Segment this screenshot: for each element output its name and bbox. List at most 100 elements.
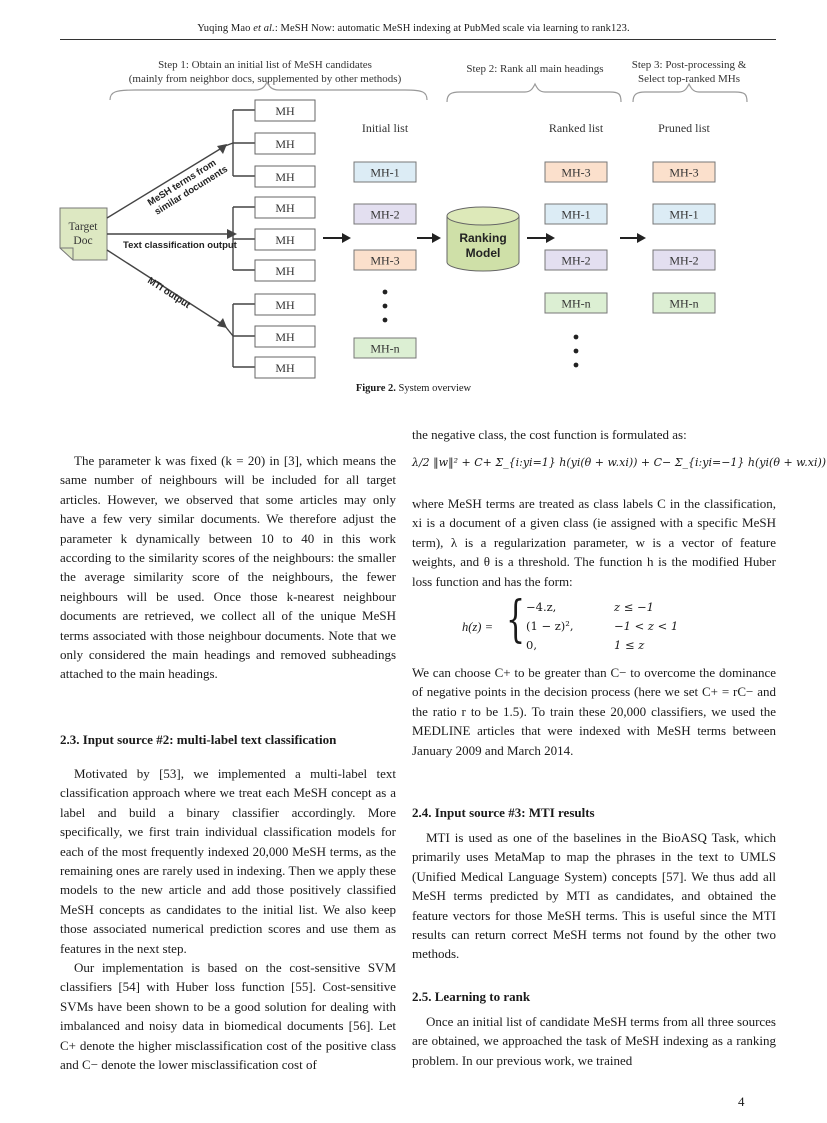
initial-list-item-label: MH-n (370, 342, 399, 356)
mh-box: MH (254, 165, 316, 188)
page-number: 4 (738, 1094, 745, 1109)
branch-bottom-label: MTI output (145, 275, 192, 311)
initial-list-item: MH-1 (353, 161, 417, 183)
right-para-2: where MeSH terms are treated as class la… (412, 496, 776, 589)
pruned-list-label: Pruned list (658, 121, 710, 135)
figure-caption-label: Figure 2. (355, 383, 396, 394)
ranked-list: MH-3MH-1MH-2MH-n (544, 161, 608, 314)
ranking-model-label-2: Model (466, 246, 501, 260)
mh-box-label: MH (275, 201, 295, 215)
step3-heading: Step 3: Post-processing & (632, 59, 747, 71)
ranking-model-label-1: Ranking (459, 231, 506, 245)
step3-brace (632, 82, 748, 103)
initial-list-item: MH-2 (353, 203, 417, 225)
mh-box: MH (254, 356, 316, 379)
mh-candidate-column: MH MH MH MH MH MH MH MH MH (254, 99, 316, 379)
mh-box: MH (254, 196, 316, 219)
mh-box: MH (254, 228, 316, 251)
initial-list-item: MH-3 (353, 249, 417, 271)
pruned-list-item: MH-2 (652, 249, 716, 271)
left-column-para-3: Our implementation is based on the cost-… (60, 958, 396, 1074)
huber-row-cond: −1 < z < 1 (614, 619, 679, 633)
branch-arrowheads (217, 144, 237, 328)
mh-box-label: MH (275, 361, 295, 375)
header-title: : MeSH Now: automatic MeSH indexing at P… (274, 23, 630, 34)
huber-row-expr: −4.z, (526, 600, 557, 614)
step1-brace (109, 80, 428, 101)
huber-lhs: h(z) = (462, 620, 493, 634)
right-column-para-1: the negative class, the cost function is… (412, 425, 776, 444)
pruned-list-item-label: MH-2 (669, 254, 698, 268)
pruned-list-item: MH-3 (652, 161, 716, 183)
right-column-para-2: where MeSH terms are treated as class la… (412, 494, 776, 591)
section-2-5-heading-wrap: 2.5. Learning to rank (412, 987, 776, 1006)
target-doc-label-1: Target (69, 221, 99, 233)
ranked-list-item: MH-1 (544, 203, 608, 225)
initial-list-item-label: MH-3 (370, 254, 399, 268)
header-author: Yuqing Mao (197, 23, 251, 34)
initial-list-dots (382, 289, 388, 323)
header-rule (60, 39, 776, 40)
mh-box: MH (254, 293, 316, 316)
running-header: Yuqing Mao et al.: MeSH Now: automatic M… (0, 23, 827, 34)
initial-list-item: MH-n (353, 337, 417, 359)
step2-brace (446, 82, 622, 103)
branch-mid-label: Text classification output (123, 240, 238, 251)
mh-box-label: MH (275, 137, 295, 151)
huber-brace: { (506, 590, 526, 648)
pruned-list-item-label: MH-3 (669, 166, 698, 180)
ranked-list-item-label: MH-3 (561, 166, 590, 180)
cost-function-equation: λ/2 ‖w‖² + C+ Σ_{i:yi=1} h(yi(θ + w.xi))… (412, 455, 826, 470)
cost-function-text: λ/2 ‖w‖² + C+ Σ_{i:yi=1} h(yi(θ + w.xi))… (412, 456, 827, 469)
section-2-4-heading-wrap: 2.4. Input source #3: MTI results (412, 803, 776, 822)
ranked-list-item: MH-3 (544, 161, 608, 183)
initial-list-item-label: MH-1 (370, 166, 399, 180)
ranked-list-item: MH-n (544, 292, 608, 314)
huber-row-cond: 1 ≤ z (614, 638, 645, 652)
ranked-list-item: MH-2 (544, 249, 608, 271)
mh-box-label: MH (275, 233, 295, 247)
target-doc: Target Doc (59, 207, 108, 261)
mh-box-label: MH (275, 264, 295, 278)
ranked-list-item-label: MH-2 (561, 254, 590, 268)
step2-heading: Step 2: Rank all main headings (466, 63, 603, 75)
mh-box-label: MH (275, 298, 295, 312)
right-column-para-4: MTI is used as one of the baselines in t… (412, 828, 776, 964)
right-column-para-3: We can choose C+ to be greater than C− t… (412, 663, 776, 760)
section-2-3-heading: 2.3. Input source #2: multi-label text c… (60, 732, 337, 747)
pruned-list-item: MH-1 (652, 203, 716, 225)
ranked-list-dots (573, 334, 579, 368)
ranked-list-label: Ranked list (549, 121, 604, 135)
target-doc-label-2: Doc (73, 235, 92, 247)
ranking-model-cylinder: Ranking Model (446, 206, 520, 272)
right-para-1: the negative class, the cost function is… (412, 427, 687, 442)
left-column-para-2: Motivated by [53], we implemented a mult… (60, 764, 396, 958)
left-column-para-1: The parameter k was fixed (k = 20) in [3… (60, 451, 396, 684)
right-para-5: Once an initial list of candidate MeSH t… (412, 1014, 776, 1068)
huber-row-cond: z ≤ −1 (614, 600, 654, 614)
mh-box-label: MH (275, 104, 295, 118)
pruned-list-item-label: MH-1 (669, 208, 698, 222)
mh-box: MH (254, 325, 316, 348)
header-etal: et al. (253, 23, 275, 34)
ranked-list-item-label: MH-1 (561, 208, 590, 222)
stage-arrowheads (342, 233, 646, 243)
mh-box: MH (254, 132, 316, 155)
branch-lines (106, 109, 255, 368)
mh-box-label: MH (275, 170, 295, 184)
step1-heading: Step 1: Obtain an initial list of MeSH c… (158, 59, 372, 71)
right-column-para-5: Once an initial list of candidate MeSH t… (412, 1012, 776, 1070)
left-para-1: The parameter k was fixed (k = 20) in [3… (60, 453, 396, 682)
initial-list-label: Initial list (362, 121, 409, 135)
section-2-4-heading: 2.4. Input source #3: MTI results (412, 805, 595, 820)
pruned-list-item-label: MH-n (669, 297, 698, 311)
step1-subheading: (mainly from neighbor docs, supplemented… (129, 73, 402, 85)
system-overview-figure: Step 1: Obtain an initial list of MeSH c… (59, 59, 748, 379)
ranked-list-item-label: MH-n (561, 297, 590, 311)
initial-list: MH-1MH-2MH-3MH-n (353, 161, 417, 359)
right-para-3: We can choose C+ to be greater than C− t… (412, 665, 776, 758)
step3-subheading: Select top-ranked MHs (638, 73, 740, 85)
left-para-3: Our implementation is based on the cost-… (60, 960, 396, 1073)
pruned-list-item: MH-n (652, 292, 716, 314)
huber-row-expr: 0, (526, 638, 537, 652)
